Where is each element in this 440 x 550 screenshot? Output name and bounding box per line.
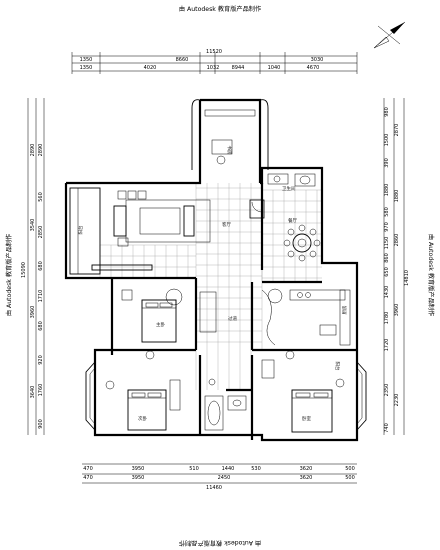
dim-bot-r1-5: 3620 — [300, 466, 313, 472]
dim-bot-r1-3: 1440 — [222, 466, 235, 472]
dim-right-d-12: 2350 — [384, 384, 390, 397]
north-arrow-icon — [373, 21, 406, 49]
living-room-furniture — [91, 190, 211, 271]
dim-top-r3-1: 4020 — [144, 65, 157, 71]
dim-bot-r2-0: 470 — [83, 475, 93, 481]
dining-table — [283, 224, 321, 262]
dim-right-in-4: 2230 — [394, 394, 400, 407]
dim-right-in-0: 2870 — [394, 124, 400, 137]
dim-right-d-6: 1150 — [384, 237, 390, 250]
dim-left-d-0: 2890 — [38, 144, 44, 157]
dim-right-d-11: 1720 — [384, 339, 390, 352]
dim-top-r2-2: 3030 — [311, 57, 324, 63]
dim-top-r3-4: 1040 — [268, 65, 281, 71]
label-balcony-right: 阳台 — [334, 362, 341, 371]
dim-top-r3-2: 1032 — [207, 65, 220, 71]
right-dimension-chain: 14810 2870 1880 2860 3960 2230 980 1500 … — [383, 98, 410, 435]
dim-bot-r1-4: 530 — [251, 466, 261, 472]
dim-left-outer: 15090 — [21, 262, 27, 278]
dim-top-r2-0: 1350 — [80, 57, 93, 63]
label-study: 书房 — [226, 146, 233, 155]
dim-bot-r2-3: 3620 — [300, 475, 313, 481]
dim-left-d-2: 2850 — [38, 226, 44, 239]
dim-left-d-4: 1710 — [38, 290, 44, 303]
dim-bot-r1-6: 500 — [345, 466, 355, 472]
dim-top-r3-0: 1350 — [80, 65, 93, 71]
dim-left-d-8: 900 — [38, 419, 44, 429]
watermark-bottom: 由 Autodesk 教育版产品制作 — [179, 539, 261, 547]
dim-top-r3-3: 8944 — [232, 65, 245, 71]
dim-left-in-0: 2890 — [30, 144, 36, 157]
dim-right-d-5: 970 — [384, 222, 390, 232]
dim-right-d-3: 1880 — [384, 184, 390, 197]
label-dining: 餐厅 — [288, 217, 297, 224]
label-bedroom: 卧室 — [302, 415, 311, 422]
dim-left-d-6: 920 — [38, 355, 44, 365]
label-bathroom: 卫生间 — [282, 185, 296, 192]
left-dimension-chain: 15090 2890 3540 3960 3640 2890 560 2850 … — [21, 98, 45, 435]
dim-top-r3-5: 4670 — [307, 65, 320, 71]
dim-left-in-2: 3960 — [30, 306, 36, 319]
dim-top-overall: 11520 — [206, 49, 222, 55]
bottom-dimension-chain: 470 3950 510 1440 530 3620 500 470 3950 … — [82, 463, 357, 491]
dim-bot-r2-2: 2450 — [218, 475, 231, 481]
dim-bot-r1-1: 3950 — [132, 466, 145, 472]
dim-right-d-9: 1430 — [384, 286, 390, 299]
dim-right-d-7: 860 — [384, 253, 390, 263]
dim-right-in-1: 1880 — [394, 190, 400, 203]
label-balcony-left: 阳台 — [77, 225, 84, 234]
dim-right-d-8: 650 — [384, 267, 390, 277]
dim-left-d-5: 680 — [38, 321, 44, 331]
label-second-bedroom: 次卧 — [138, 415, 147, 422]
watermark-top: 由 Autodesk 教育版产品制作 — [179, 5, 261, 13]
dim-left-d-3: 680 — [38, 261, 44, 271]
dim-right-d-10: 1780 — [384, 312, 390, 325]
watermark-left: 由 Autodesk 教育版产品制作 — [5, 234, 13, 316]
dim-right-outer: 14810 — [404, 270, 410, 286]
room-labels: 阳台 客厅 餐厅 过道 厨房 主卧 次卧 书房 卫生间 阳台 卧室 — [77, 146, 348, 423]
dim-left-in-1: 3540 — [30, 219, 36, 232]
dim-right-d-2: 390 — [384, 158, 390, 168]
bedroom-mid-furniture — [121, 288, 217, 343]
bay-windows — [85, 361, 367, 431]
study-furniture — [204, 109, 256, 165]
dim-left-in-3: 3640 — [30, 386, 36, 399]
label-living: 客厅 — [222, 221, 231, 228]
dim-top-r2-1: 8660 — [176, 57, 189, 63]
dim-right-d-0: 980 — [384, 107, 390, 117]
dim-bot-r1-0: 470 — [83, 466, 93, 472]
dim-right-in-2: 2860 — [394, 234, 400, 247]
interior-walls — [110, 183, 357, 440]
bathroom-fixtures-bottom — [204, 378, 247, 431]
dim-bot-r1-2: 510 — [189, 466, 199, 472]
watermark-right: 由 Autodesk 教育版产品制作 — [427, 234, 435, 316]
dim-bot-r2-4: 500 — [345, 475, 355, 481]
dim-bot-overall: 11460 — [206, 485, 222, 491]
dim-right-in-3: 3960 — [394, 304, 400, 317]
bedroom-left-furniture — [105, 350, 181, 431]
label-kitchen: 厨房 — [341, 305, 348, 314]
dim-right-d-1: 1500 — [384, 134, 390, 147]
kitchen-furniture — [261, 288, 351, 346]
dim-left-d-1: 560 — [38, 192, 44, 202]
dim-right-d-13: 740 — [384, 423, 390, 433]
dim-bot-r2-1: 3950 — [132, 475, 145, 481]
top-dimension-chain: 11520 1350 8660 3030 1350 4020 1032 8944… — [71, 49, 358, 74]
bathroom-fixtures-top — [267, 173, 316, 187]
label-master-bedroom: 主卧 — [156, 321, 165, 328]
label-corridor: 过道 — [228, 315, 237, 322]
bedroom-right-furniture — [261, 350, 345, 433]
dim-right-d-4: 580 — [384, 207, 390, 217]
dim-left-d-7: 1760 — [38, 384, 44, 397]
